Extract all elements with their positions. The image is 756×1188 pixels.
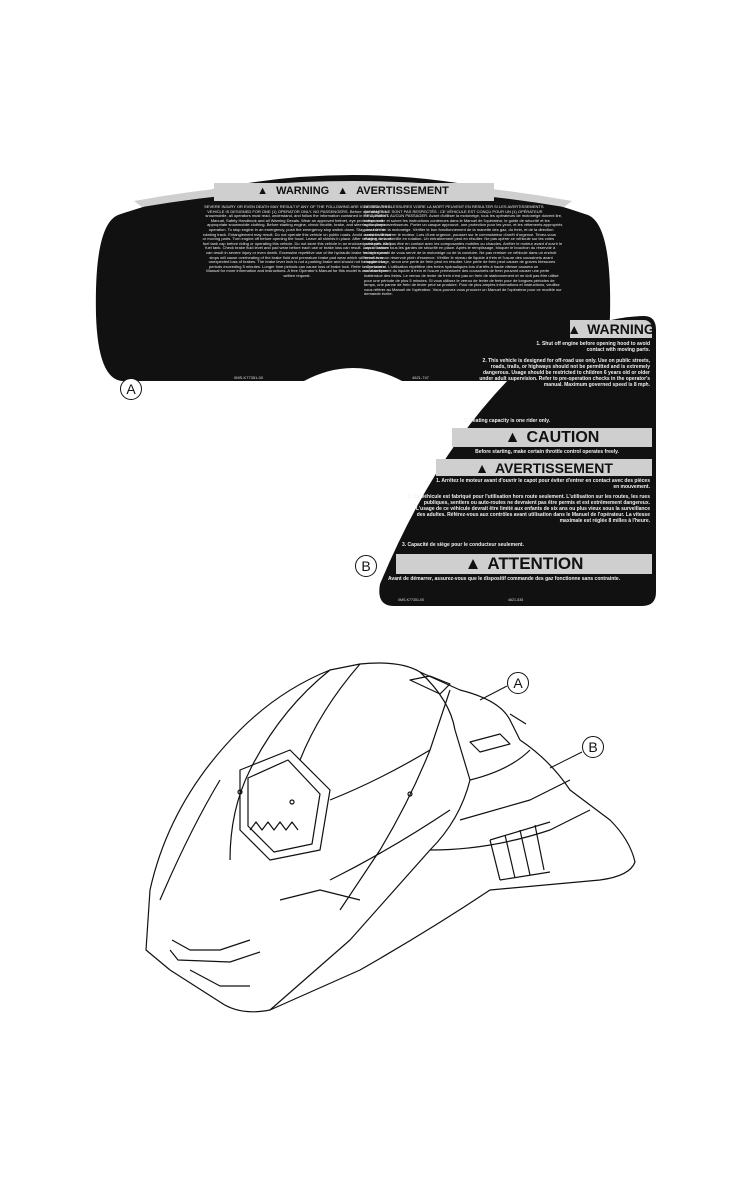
warning-triangle-icon: ▲	[504, 428, 521, 446]
label-b-warning-item-3: 3. Seating capacity is one rider only.	[464, 418, 551, 424]
callout-a-hood: A	[507, 672, 529, 694]
label-b-av-item-1: 1. Arrêtez le moteur avant d'ouvrir le c…	[436, 478, 650, 490]
label-a-english-text: SEVERE INJURY OR EVEN DEATH MAY RESULT I…	[202, 205, 392, 278]
callout-b: B	[355, 555, 377, 577]
label-a-avertissement-title: AVERTISSEMENT	[356, 185, 449, 197]
warning-triangle-icon: ▲	[257, 185, 269, 197]
label-b-attention-strip: ▲ ATTENTION	[396, 554, 652, 574]
label-b-attention-text: Avant de démarrer, assurez-vous que le d…	[388, 576, 621, 582]
warning-label-b: ▲ WARNING 1. Shut off engine before open…	[374, 314, 658, 610]
label-a-code-right: 4621-747	[412, 375, 429, 380]
label-a-header: ▲ WARNING ▲ AVERTISSEMENT	[94, 181, 612, 201]
warning-label-a: ▲ WARNING ▲ AVERTISSEMENT SEVERE INJURY …	[94, 165, 612, 395]
label-a-warning-title: WARNING	[276, 185, 330, 197]
label-b-warning-strip: ▲ WARNING	[567, 320, 655, 338]
label-b-warning-item-1: 1. Shut off engine before opening hood t…	[536, 341, 650, 353]
label-b-av-item-3: 3. Capacité de siège pour le conducteur …	[402, 542, 524, 548]
callout-a: A	[120, 378, 142, 400]
warning-triangle-icon: ▲	[337, 185, 349, 197]
label-b-caution-text: Before starting, make certain throttle c…	[475, 449, 619, 455]
hood-line-drawing	[145, 662, 636, 1013]
label-b-code-left: 0MS-K77351-00	[398, 598, 425, 602]
label-b-avertissement-title: AVERTISSEMENT	[494, 459, 613, 476]
label-a-shape	[95, 175, 611, 381]
label-a-code-left: 0MS-K77351-00	[234, 375, 264, 380]
callout-b-hood: B	[582, 736, 604, 758]
label-b-caution-title: CAUTION	[526, 428, 600, 446]
label-b-warning-title: WARNING	[587, 321, 655, 337]
warning-triangle-icon: ▲	[475, 459, 489, 476]
warning-triangle-icon: ▲	[464, 554, 482, 573]
label-b-caution-strip: ▲ CAUTION	[452, 428, 652, 447]
label-b-code-right: 4621-535	[508, 598, 524, 602]
label-a-french-text: DE GRAVES BLESSURES VOIRE LA MORT PEUVEN…	[364, 205, 563, 297]
warning-triangle-icon: ▲	[567, 321, 582, 337]
label-b-av-item-2: 2. Ce véhicule est fabriqué pour l'utili…	[408, 494, 650, 524]
label-b-warning-item-2: 2. This vehicle is designed for off-road…	[479, 358, 650, 388]
label-b-avertissement-strip: ▲ AVERTISSEMENT	[436, 459, 652, 476]
label-b-attention-title: ATTENTION	[487, 554, 584, 573]
